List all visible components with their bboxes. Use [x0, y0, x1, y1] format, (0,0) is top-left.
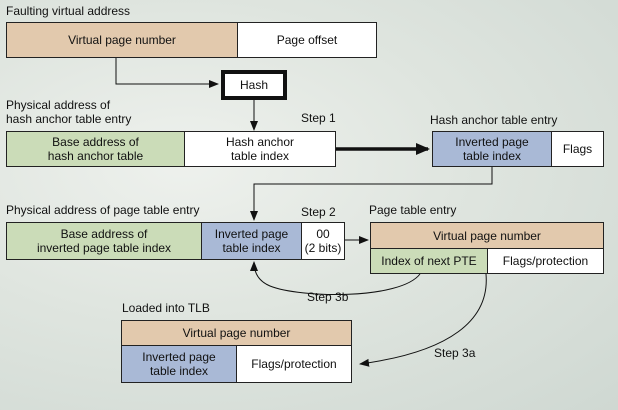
label-page-table-entry: Page table entry — [369, 203, 457, 217]
anchor-entry-inverted-index-field: Inverted page table index — [432, 131, 552, 167]
label-faulting-virtual-address: Faulting virtual address — [6, 4, 131, 18]
label-physical-address-hash-anchor: Physical address of hash anchor table en… — [6, 98, 132, 126]
label-hash-anchor-table-entry: Hash anchor table entry — [430, 113, 558, 127]
tlb-inverted-index-field: Inverted page table index — [121, 345, 237, 383]
tlb-flags-protection-field: Flags/protection — [236, 345, 352, 383]
anchor-entry-flags-field: Flags — [551, 131, 604, 167]
tlb-vpn-field: Virtual page number — [121, 320, 352, 346]
pte-vpn-field: Virtual page number — [370, 222, 604, 249]
hash-anchor-table-index-field: Hash anchor table index — [184, 131, 336, 167]
pte-flags-protection-field: Flags/protection — [487, 248, 604, 274]
pte-base-address-field: Base address of inverted page table inde… — [6, 222, 202, 260]
label-physical-address-pte: Physical address of page table entry — [6, 203, 200, 217]
pte-two-bits-field: 00 (2 bits) — [301, 222, 345, 260]
pte-inverted-index-field: Inverted page table index — [201, 222, 302, 260]
arrow-vpn-to-hash — [115, 58, 219, 88]
hash-anchor-base-address-field: Base address of hash anchor table — [6, 131, 185, 167]
faulting-vpn-field: Virtual page number — [6, 22, 238, 58]
label-step2: Step 2 — [301, 205, 336, 219]
label-loaded-into-tlb: Loaded into TLB — [122, 301, 210, 315]
label-step3a: Step 3a — [434, 346, 476, 360]
label-step3b: Step 3b — [307, 290, 349, 304]
hash-box: Hash — [221, 70, 287, 100]
faulting-page-offset-field: Page offset — [237, 22, 377, 58]
pte-next-index-field: Index of next PTE — [370, 248, 488, 274]
label-step1: Step 1 — [301, 111, 336, 125]
